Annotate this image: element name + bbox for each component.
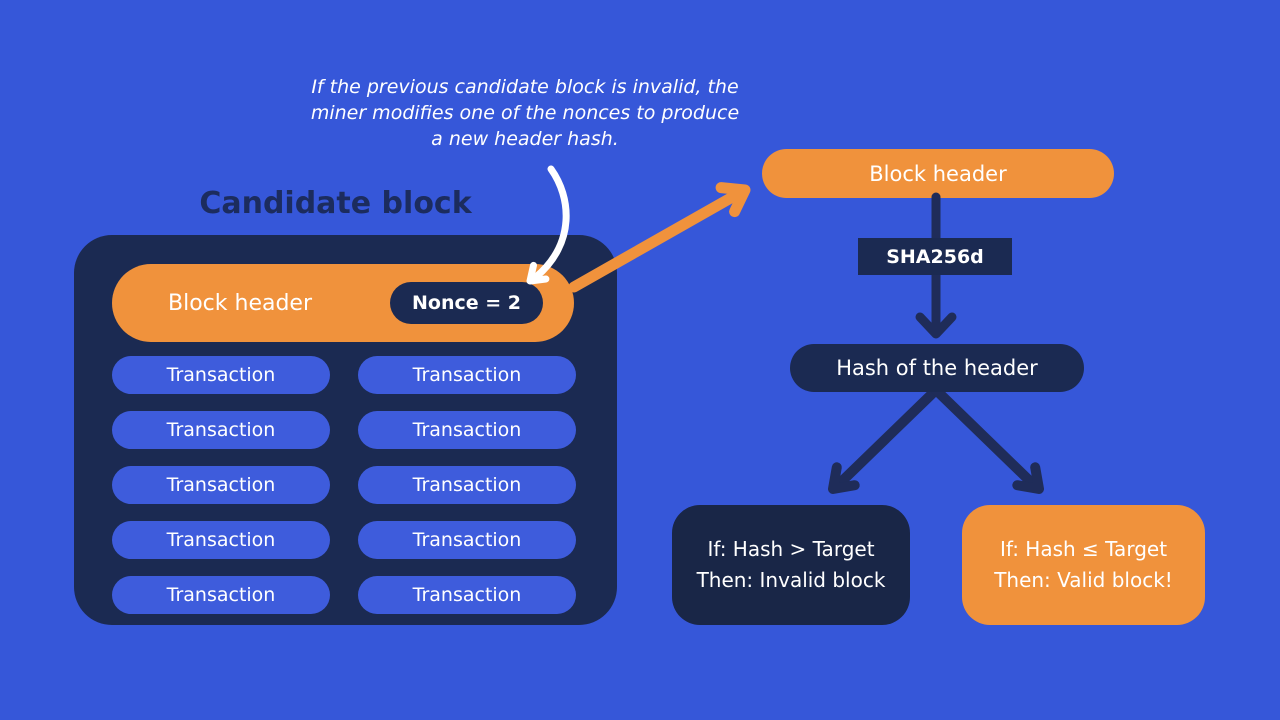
candidate-block-title: Candidate block [199,186,472,221]
flow-block-header-pill: Block header [762,149,1114,198]
candidate-block-container: Block header Nonce = 2 Transaction Trans… [74,235,617,625]
transaction-pill: Transaction [358,411,576,449]
transaction-pill: Transaction [358,576,576,614]
valid-block-box: If: Hash ≤ Target Then: Valid block! [962,505,1205,625]
transaction-grid: Transaction Transaction Transaction Tran… [112,356,576,614]
invalid-condition-line: If: Hash > Target [707,537,875,561]
block-header-label: Block header [168,290,312,316]
hash-of-header-pill: Hash of the header [790,344,1084,392]
transaction-pill: Transaction [112,411,330,449]
arrow-branch-left-icon [828,385,941,494]
annotation-line-2: miner modifies one of the nonces to prod… [310,102,740,124]
invalid-block-box: If: Hash > Target Then: Invalid block [672,505,910,625]
transaction-pill: Transaction [358,521,576,559]
nonce-badge: Nonce = 2 [390,282,543,324]
valid-result-line: Then: Valid block! [994,568,1173,592]
transaction-pill: Transaction [112,356,330,394]
transaction-pill: Transaction [112,466,330,504]
arrow-branch-right-icon [931,385,1044,494]
sha256d-box: SHA256d [858,238,1012,275]
transaction-pill: Transaction [112,576,330,614]
annotation-line-3: a new header hash. [431,128,619,150]
annotation-note: If the previous candidate block is inval… [280,74,770,152]
annotation-line-1: If the previous candidate block is inval… [311,76,739,98]
transaction-pill: Transaction [358,356,576,394]
invalid-result-line: Then: Invalid block [696,568,886,592]
block-header-pill: Block header Nonce = 2 [112,264,574,342]
transaction-pill: Transaction [358,466,576,504]
valid-condition-line: If: Hash ≤ Target [999,537,1168,561]
transaction-pill: Transaction [112,521,330,559]
